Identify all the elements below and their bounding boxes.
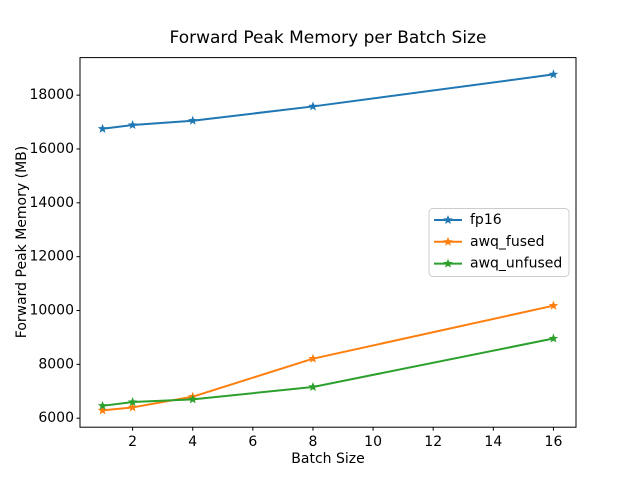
y-tick-label: 12000 <box>29 249 74 265</box>
star-marker-icon <box>308 101 318 111</box>
x-tick-label: 16 <box>545 434 563 450</box>
legend-star-marker-icon <box>443 258 453 268</box>
chart-title: Forward Peak Memory per Batch Size <box>169 28 487 48</box>
x-axis-label: Batch Size <box>291 451 365 467</box>
y-tick-label: 16000 <box>29 141 74 157</box>
star-marker-icon <box>97 123 108 133</box>
x-tick-label: 14 <box>484 434 502 450</box>
star-marker-icon <box>187 115 198 125</box>
legend <box>428 208 570 277</box>
x-tick-label: 4 <box>188 434 197 450</box>
star-marker-icon <box>97 400 108 410</box>
series-line-fp16 <box>102 73 554 130</box>
y-tick-label: 18000 <box>29 87 74 103</box>
x-tick-label: 2 <box>128 434 137 450</box>
star-marker-icon <box>548 333 559 343</box>
star-marker-icon <box>308 353 318 363</box>
y-tick-label: 6000 <box>38 410 74 426</box>
star-marker-icon <box>97 405 108 415</box>
star-marker-icon <box>127 402 138 412</box>
star-marker-icon <box>308 381 318 392</box>
series-line-awq_fused <box>102 304 554 412</box>
star-marker-icon <box>548 300 559 310</box>
legend-label-awq_fused: awq_fused <box>470 234 545 250</box>
x-tick-label: 6 <box>248 434 257 450</box>
star-marker-icon <box>548 69 559 79</box>
x-tick-label: 12 <box>424 434 442 450</box>
legend-star-marker-icon <box>443 215 453 225</box>
y-tick-label: 8000 <box>38 356 74 372</box>
axes-frame <box>79 57 577 428</box>
x-tick-label: 10 <box>364 434 382 450</box>
y-axis-label: Forward Peak Memory (MB) <box>14 145 30 339</box>
series-line-awq_unfused <box>102 337 554 407</box>
star-marker-icon <box>127 397 138 407</box>
star-marker-icon <box>127 120 138 130</box>
legend-label-fp16: fp16 <box>470 212 502 228</box>
legend-label-awq_unfused: awq_unfused <box>470 256 562 272</box>
star-marker-icon <box>187 394 198 404</box>
x-tick-label: 8 <box>309 434 318 450</box>
y-tick-label: 14000 <box>29 195 74 211</box>
legend-star-marker-icon <box>443 236 453 246</box>
y-tick-label: 10000 <box>29 303 74 319</box>
